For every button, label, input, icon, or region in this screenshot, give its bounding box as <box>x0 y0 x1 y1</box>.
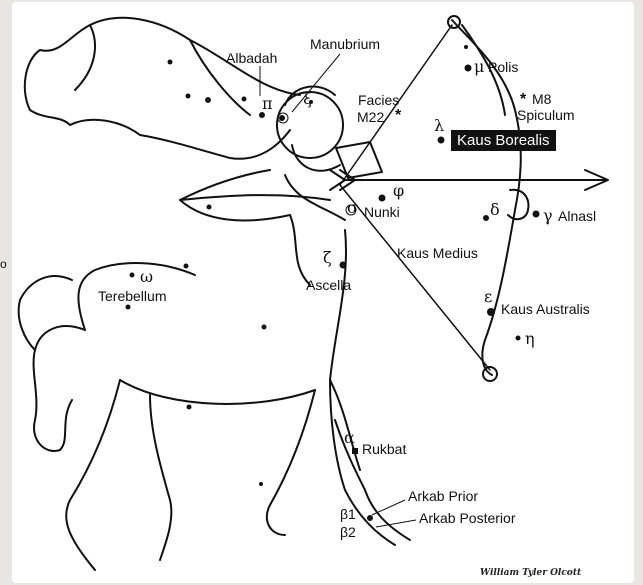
star-bow-1 <box>464 45 468 49</box>
star-xi <box>279 115 285 121</box>
bowstring <box>340 25 490 370</box>
label-spiculum: Spiculum <box>517 108 575 122</box>
label-gamma: γ <box>543 208 553 224</box>
label-phi: φ <box>393 183 404 199</box>
manubrium-leader <box>292 54 340 112</box>
label-ascella: Ascella <box>306 278 351 292</box>
horse-hind-leg-2 <box>150 395 171 560</box>
star-cape-1 <box>168 60 173 65</box>
cape-fold <box>75 25 95 90</box>
credit-signature: William Tyler Olcott <box>480 568 581 578</box>
label-zeta: ζ <box>323 250 332 266</box>
horse-tail <box>34 326 85 451</box>
star-torso-2 <box>184 264 189 269</box>
label-eta: η <box>525 331 535 347</box>
star-eta <box>516 336 521 341</box>
star-torso-1 <box>207 205 212 210</box>
label-m22: M22 <box>357 110 384 124</box>
label-omega: ω <box>140 269 153 285</box>
arkab-prior-leader <box>372 500 405 515</box>
star-arkab <box>367 515 373 521</box>
star-terebellum <box>126 305 131 310</box>
star-kaus-borealis <box>438 137 445 144</box>
label-terebellum: Terebellum <box>98 289 166 303</box>
label-xi: ξ <box>303 91 312 107</box>
label-beta2: β2 <box>340 525 356 539</box>
mark-m8-asterisk: * <box>520 92 526 108</box>
label-sigma: σ <box>347 200 358 216</box>
label-arkab-posterior: Arkab Posterior <box>419 511 515 525</box>
star-body-1 <box>187 405 192 410</box>
label-manubrium: Manubrium <box>310 37 380 51</box>
label-lambda: λ <box>434 118 444 134</box>
horse-tail-strand <box>19 276 72 350</box>
mark-m22-asterisk: * <box>395 108 401 124</box>
star-body-2 <box>262 325 267 330</box>
label-facies: Facies <box>358 93 399 107</box>
label-delta: δ <box>490 202 500 218</box>
star-rukbat <box>352 448 358 454</box>
label-epsilon: ε <box>484 289 492 305</box>
label-rukbat: Rukbat <box>362 442 406 456</box>
star-ascella <box>340 262 347 269</box>
horse-front-leg <box>267 390 315 535</box>
label-albadah: Albadah <box>226 51 277 65</box>
label-m8: M8 <box>532 92 551 106</box>
star-cape-4 <box>242 97 247 102</box>
label-alnasl: Alnasl <box>558 209 596 223</box>
star-leg-1 <box>259 482 263 486</box>
cape-outline <box>25 18 300 159</box>
star-polis <box>465 65 472 72</box>
label-polis: Polis <box>488 60 518 74</box>
edge-mark: o <box>0 258 7 270</box>
label-alpha: α <box>344 430 355 446</box>
label-arkab-prior: Arkab Prior <box>408 489 478 503</box>
label-kaus-medius: Kaus Medius <box>397 246 478 260</box>
label-pi: π <box>262 96 273 112</box>
arkab-posterior-leader <box>376 520 416 527</box>
star-nunki <box>379 195 386 202</box>
horse-leg-line <box>330 380 360 470</box>
label-kaus-australis: Kaus Australis <box>501 302 590 316</box>
label-mu: μ <box>474 59 484 75</box>
label-nunki: Nunki <box>364 205 400 219</box>
star-kaus-medius <box>483 215 489 221</box>
star-omega <box>130 273 135 278</box>
star-kaus-australis <box>487 308 495 316</box>
label-beta1: β1 <box>340 507 356 521</box>
star-cape-2 <box>186 94 191 99</box>
archer-torso <box>180 170 310 285</box>
star-cape-3 <box>205 97 211 103</box>
horse-hind-leg <box>66 380 120 570</box>
label-kaus-borealis: Kaus Borealis <box>451 130 556 151</box>
star-alnasl <box>533 211 540 218</box>
